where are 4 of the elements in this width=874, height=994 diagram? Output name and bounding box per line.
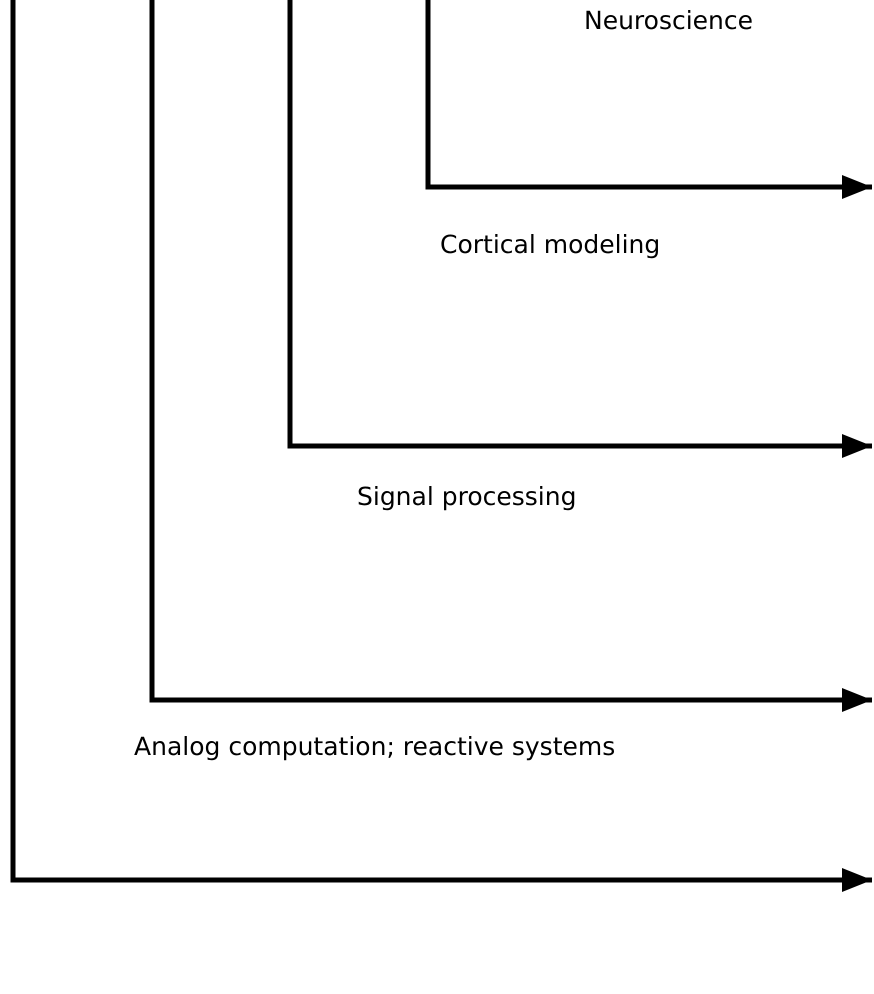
branch-label: Neuroscience [584,6,754,36]
branch-label: Signal processing [357,482,576,512]
branch-label: Cortical modeling [440,230,660,260]
branch-label: Analog computation; reactive systems [134,732,616,762]
